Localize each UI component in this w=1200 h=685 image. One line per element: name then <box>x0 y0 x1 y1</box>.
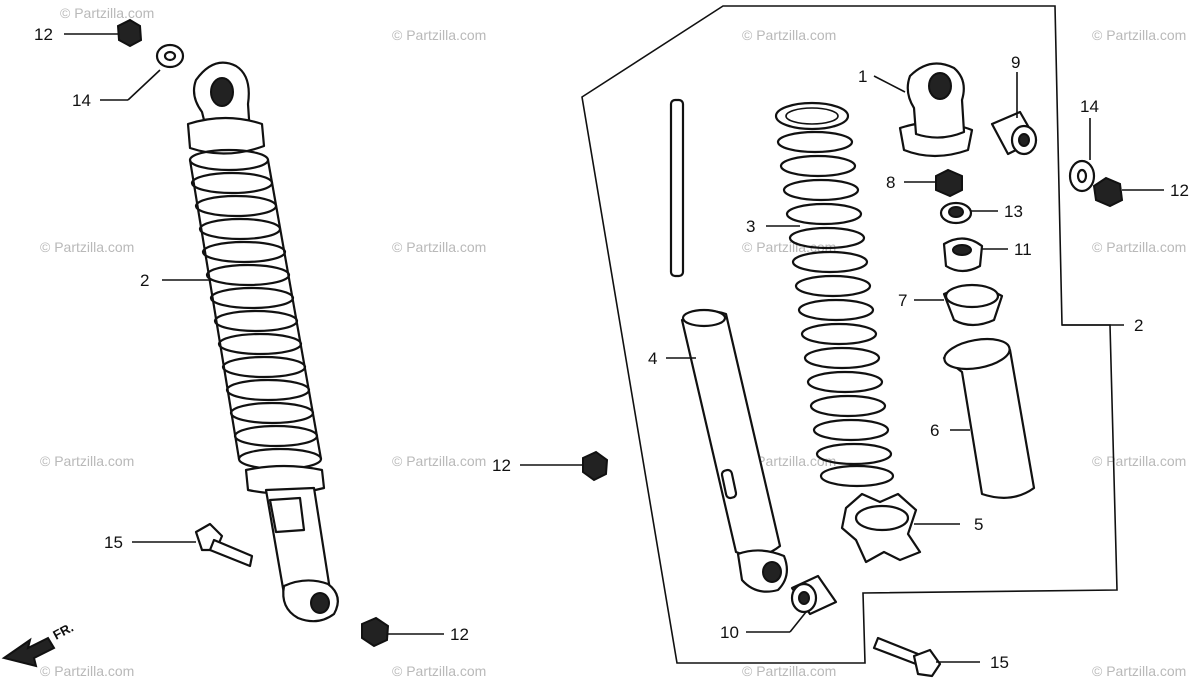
damper-body-slot <box>720 468 738 500</box>
callout-2: 2 <box>140 271 149 290</box>
damper-bottom-eye-hole <box>762 561 782 583</box>
shock-lower-sleeve <box>268 496 306 534</box>
shock-absorber-assembled <box>186 61 339 623</box>
watermark-text: © Partzilla.com <box>1092 453 1186 469</box>
spring-seat-rim <box>944 283 1000 309</box>
watermark-text: © Partzilla.com <box>392 239 486 255</box>
watermark-text: © Partzilla.com <box>1092 239 1186 255</box>
leader-lines <box>64 33 1164 663</box>
bolt-icon <box>194 522 254 568</box>
upper-mount-eye <box>898 62 974 158</box>
bolt-icon <box>872 636 942 678</box>
callout-12: 12 <box>1170 181 1189 200</box>
watermark-text: © Partzilla.com <box>392 663 486 679</box>
damper-body-top <box>681 308 727 328</box>
nut-icon <box>935 168 963 198</box>
watermark-text: © Partzilla.com <box>742 453 836 469</box>
callout-6: 6 <box>930 421 939 440</box>
shock-spring-coils <box>188 148 323 471</box>
bushing-icon <box>990 110 1038 156</box>
callout-10: 10 <box>720 623 739 642</box>
callout-5: 5 <box>974 515 983 534</box>
nut-icon <box>361 616 390 648</box>
dust-cover-top <box>943 337 1011 371</box>
callout-11: 11 <box>1014 240 1032 259</box>
shock-top-eye-hole <box>210 77 234 107</box>
callout-13: 13 <box>1004 202 1023 221</box>
washer-hole <box>163 50 177 62</box>
callout-15: 15 <box>104 533 123 552</box>
damper-rod <box>669 98 685 278</box>
nut-icon <box>582 450 609 482</box>
damper-body <box>680 309 782 557</box>
washer-hole <box>948 206 964 218</box>
watermark-text: © Partzilla.com <box>742 27 836 43</box>
callout-12: 12 <box>450 625 469 644</box>
watermark-text: © Partzilla.com <box>392 27 486 43</box>
callout-3: 3 <box>746 217 755 236</box>
callout-12: 12 <box>492 456 511 475</box>
callout-4: 4 <box>648 349 657 368</box>
shock-spring-adjuster <box>244 464 326 495</box>
callout-labels: 12 14 2 15 12 12 1 9 8 13 11 7 2 3 4 6 5… <box>34 25 1189 672</box>
watermark-text: © Partzilla.com <box>392 453 486 469</box>
spring-coils <box>774 101 895 488</box>
callout-9: 9 <box>1011 53 1020 72</box>
nut-icon <box>1092 176 1124 208</box>
front-direction-arrow: FR. <box>1 620 76 668</box>
shock-top-spring-seat <box>186 116 266 155</box>
watermark-text: © Partzilla.com <box>742 663 836 679</box>
watermark-text: © Partzilla.com <box>40 663 134 679</box>
callout-1: 1 <box>858 67 867 86</box>
callout-14: 14 <box>1080 97 1099 116</box>
watermark-text: © Partzilla.com <box>40 239 134 255</box>
callout-15: 15 <box>990 653 1009 672</box>
shock-bottom-eye-hole <box>310 592 330 614</box>
watermark-layer: © Partzilla.com © Partzilla.com © Partzi… <box>40 5 1186 679</box>
washer-hole <box>1076 168 1088 184</box>
front-direction-label: FR. <box>50 620 76 643</box>
upper-mount-eye-hole <box>928 72 952 100</box>
watermark-text: © Partzilla.com <box>742 239 836 255</box>
bushing-icon <box>790 574 838 616</box>
subassembly-outline <box>581 5 1118 664</box>
callout-14: 14 <box>72 91 91 110</box>
nut-icon <box>116 18 143 48</box>
watermark-text: © Partzilla.com <box>1092 27 1186 43</box>
callout-7: 7 <box>898 291 907 310</box>
spring-adjuster-ring <box>854 504 910 532</box>
watermark-text: © Partzilla.com <box>1092 663 1186 679</box>
callout-12: 12 <box>34 25 53 44</box>
watermark-text: © Partzilla.com <box>40 453 134 469</box>
bump-stop-hole <box>952 244 972 256</box>
watermark-text: © Partzilla.com <box>60 5 154 21</box>
callout-8: 8 <box>886 173 895 192</box>
damper-unit <box>669 98 789 593</box>
callout-2: 2 <box>1134 316 1143 335</box>
